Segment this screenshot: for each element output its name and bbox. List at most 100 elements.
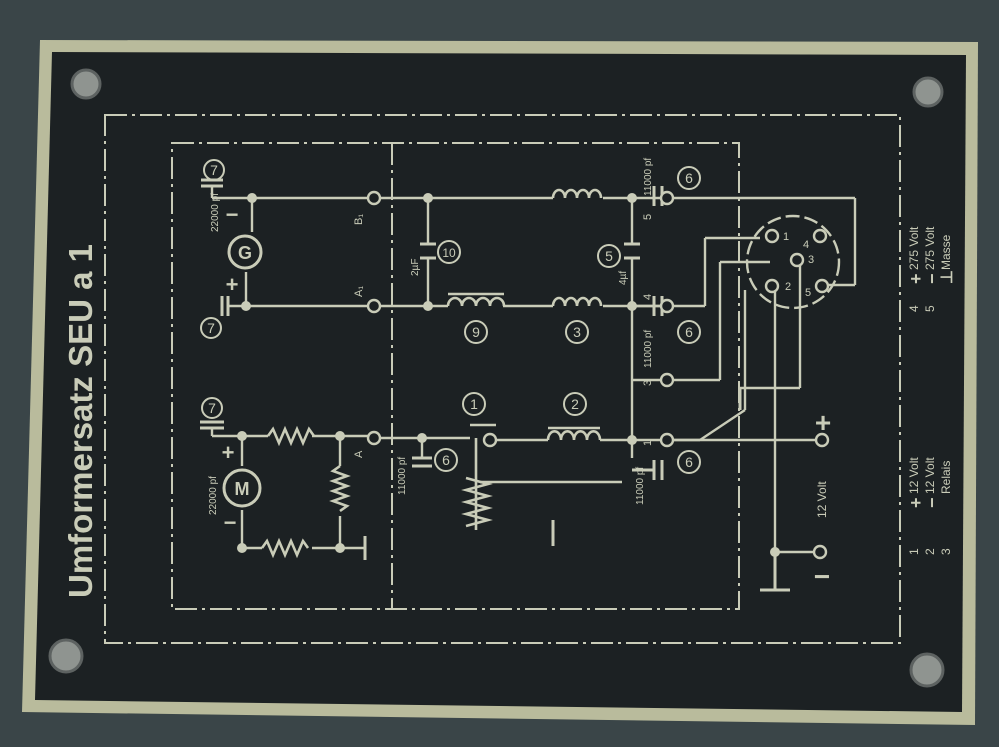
rivet-bottom-left xyxy=(48,638,84,674)
label-1: 1 xyxy=(642,440,654,446)
part-marker: 7 xyxy=(201,397,223,419)
supply-minus-sign: − xyxy=(814,561,830,592)
legend-lv-num: 1 xyxy=(907,548,921,555)
part-marker: 7 xyxy=(203,159,225,181)
legend-hv-text: 275 Volt xyxy=(907,226,921,270)
cap-label-motor: 22000 pf xyxy=(208,476,219,515)
part-marker: 2 xyxy=(563,392,587,416)
resistors xyxy=(260,425,351,559)
junction-dots xyxy=(237,193,780,557)
label-b1: B₁ xyxy=(353,214,365,225)
part-marker: 6 xyxy=(434,448,458,472)
terminals xyxy=(366,190,830,560)
generator-plus: + xyxy=(226,272,239,297)
part-marker: 1 xyxy=(462,392,486,416)
inductor-2 xyxy=(546,430,602,441)
legend-lv-sym: − xyxy=(922,497,942,508)
connector-pin-4 xyxy=(812,228,828,244)
legend-hv-sym: − xyxy=(922,273,942,284)
resistor-shunt xyxy=(329,464,351,513)
legend-hv-sym: + xyxy=(906,273,926,284)
inductor-top xyxy=(551,188,603,199)
supply-voltage-label: 12 Volt xyxy=(815,481,829,518)
legend-lv-text: 12 Volt xyxy=(923,457,937,494)
label-4: 4 xyxy=(642,294,654,300)
svg-text:7: 7 xyxy=(210,162,218,178)
terminal-relay xyxy=(482,432,498,448)
connector-pin-5 xyxy=(814,278,830,294)
terminal-a xyxy=(366,430,382,446)
resistor-field-top xyxy=(266,425,316,447)
svg-text:7: 7 xyxy=(208,400,216,416)
legend-lv-text: 12 Volt xyxy=(907,457,921,494)
svg-text:10: 10 xyxy=(442,246,456,260)
label-3: 3 xyxy=(642,380,654,386)
rivet-bottom-right xyxy=(909,652,945,688)
label-a: A xyxy=(353,450,365,458)
svg-text:2: 2 xyxy=(571,396,579,412)
cap-label-11000-mid: 11000 pf xyxy=(643,330,654,368)
part-marker: 5 xyxy=(597,244,621,268)
motor-minus: − xyxy=(224,510,237,535)
svg-text:6: 6 xyxy=(685,324,693,340)
inductors xyxy=(446,188,603,530)
part-marker: 6 xyxy=(677,166,701,190)
generator-minus: − xyxy=(226,202,239,227)
connector-pin-3-label: 3 xyxy=(808,254,814,266)
legend-lv: 1 + 12 Volt 2 − 12 Volt 3 Relais xyxy=(906,457,953,555)
cap-label-11000-left: 11000 pf xyxy=(397,457,408,495)
terminal-3 xyxy=(659,372,675,388)
label-5: 5 xyxy=(642,214,654,220)
legend-hv-num: 5 xyxy=(923,305,937,312)
connector-pin-5-label: 5 xyxy=(805,287,811,299)
svg-text:1: 1 xyxy=(470,396,478,412)
part-marker: 6 xyxy=(677,320,701,344)
svg-text:6: 6 xyxy=(685,170,693,186)
inner-frame xyxy=(171,142,740,610)
outer-frame xyxy=(104,114,901,644)
legend-hv-sym: ⊥ xyxy=(939,270,956,284)
terminal-plus xyxy=(814,432,830,448)
rivet-top-right xyxy=(912,76,944,108)
label-a1: A₁ xyxy=(353,286,365,297)
terminal-a1 xyxy=(366,298,382,314)
svg-text:9: 9 xyxy=(472,324,480,340)
plate-title: Umformersatz SEU a 1 xyxy=(62,244,99,598)
connector-socket: 1 2 3 4 5 xyxy=(745,214,841,310)
cap-label-generator: 22000 pf xyxy=(210,193,221,232)
legend-hv-text: 275 Volt xyxy=(923,226,937,270)
inductor-3 xyxy=(551,296,603,307)
rivet-top-left xyxy=(70,68,102,100)
cap-label-11000-top: 11000 pf xyxy=(643,158,654,196)
part-marker: 3 xyxy=(565,320,589,344)
legend-hv-text: Masse xyxy=(939,234,953,270)
motor-label: M xyxy=(235,479,250,499)
connector-pin-4-label: 4 xyxy=(803,239,809,251)
ground-symbols xyxy=(363,520,790,592)
plate-face xyxy=(35,52,966,712)
part-marker: 10 xyxy=(437,240,461,264)
legend-lv-num: 3 xyxy=(939,548,953,555)
svg-text:6: 6 xyxy=(685,454,693,470)
connector-pin-1 xyxy=(764,228,780,244)
cap-label-2uf: 2µF xyxy=(410,259,421,276)
connector-pin-2-label: 2 xyxy=(785,281,791,293)
connector-pin-2 xyxy=(764,278,780,294)
legend-lv-num: 2 xyxy=(923,548,937,555)
cap-label-11000-bottom: 11000 pf xyxy=(635,467,646,505)
connector-pin-3 xyxy=(789,252,805,268)
part-markers: 7 7 7 10 9 3 5 6 6 6 6 1 2 xyxy=(200,159,701,474)
motor-plus: + xyxy=(222,440,235,465)
legend-hv-num: 4 xyxy=(907,305,921,312)
inductor-9 xyxy=(446,296,506,307)
svg-text:3: 3 xyxy=(573,324,581,340)
svg-text:5: 5 xyxy=(605,248,613,264)
rivets xyxy=(48,68,945,688)
generator-label: G xyxy=(238,243,252,263)
part-marker: 6 xyxy=(677,450,701,474)
terminal-4 xyxy=(659,298,675,314)
resistor-field-bottom xyxy=(260,537,310,559)
generator: G + − xyxy=(226,202,263,297)
motor: M + − xyxy=(222,440,262,535)
